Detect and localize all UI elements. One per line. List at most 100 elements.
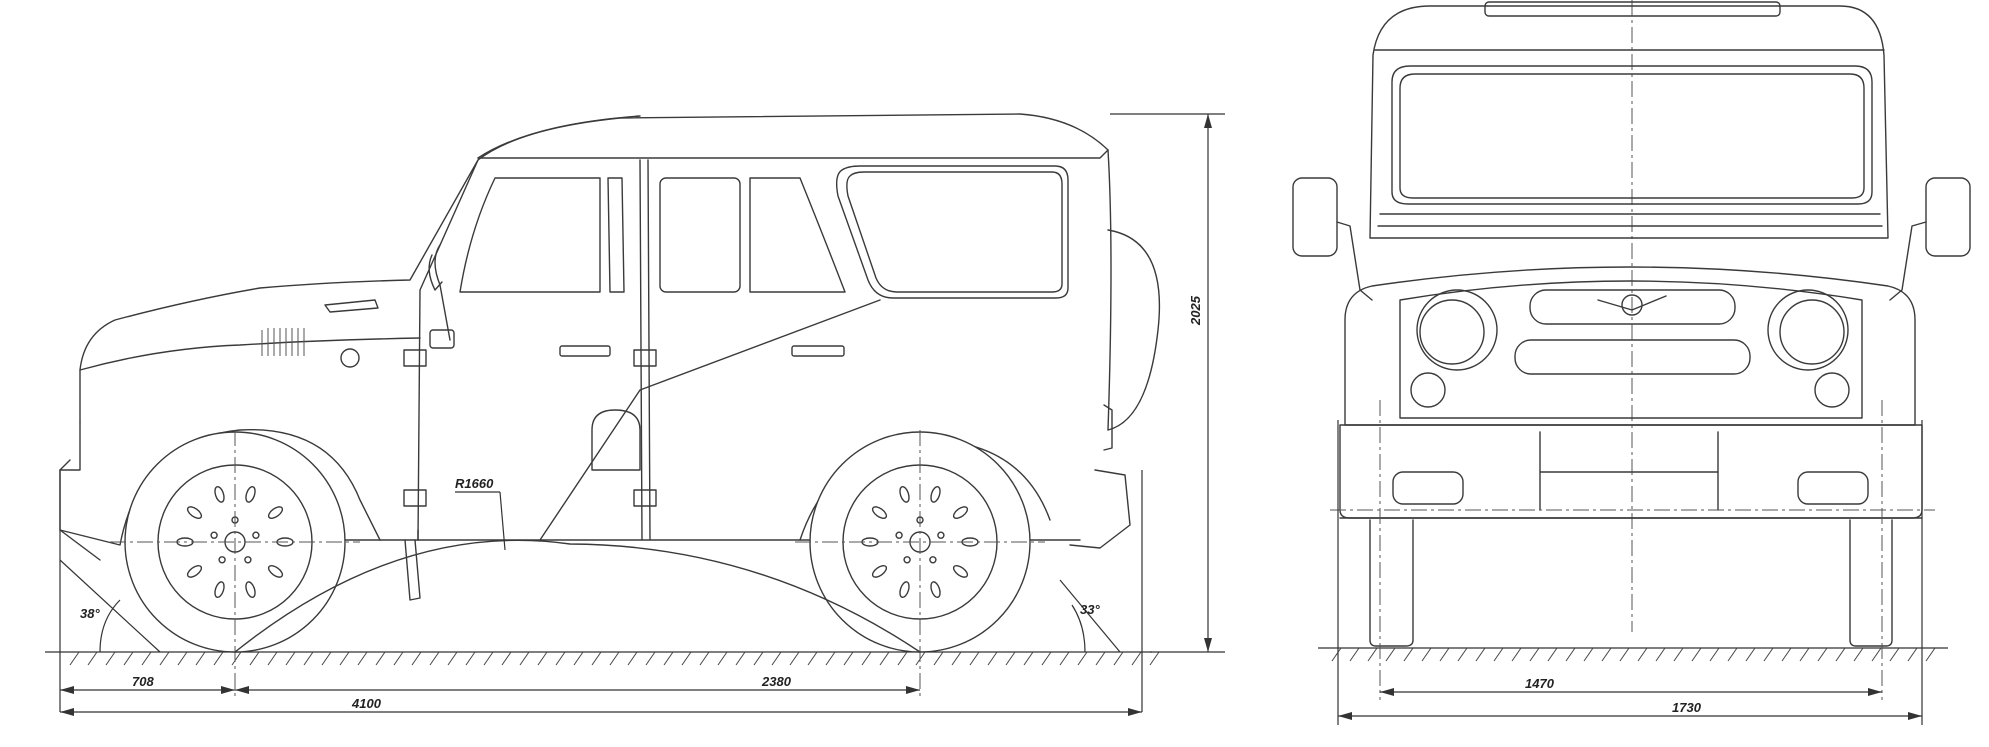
front-wheel-arch [59,429,381,546]
hatch-mark [1439,647,1450,662]
windshield-outer [1391,65,1873,205]
hatch-mark [1095,651,1106,666]
right-headlight [1779,299,1845,365]
hatch-mark [159,651,170,666]
left-headlight-outer [1416,289,1498,371]
hatch-mark [573,651,584,666]
side-body-outline [79,113,1109,423]
side-mirror [429,329,455,349]
approach-angle-arc [99,599,121,653]
grille-panel [1399,280,1863,419]
departure-angle-line [1059,579,1121,653]
hatch-mark [141,651,152,666]
rear-door-hinge-lower [633,489,657,507]
hatch-mark [501,651,512,666]
front-bumper [59,421,81,471]
hatch-mark [177,651,188,666]
hatch-mark [771,651,782,666]
hatch-mark [1889,647,1900,662]
hatch-mark [1871,647,1882,662]
hatch-mark [645,651,656,666]
wheel-lug-nut [244,556,252,564]
hatch-mark [1709,647,1720,662]
hatch-mark [1907,647,1918,662]
hatch-mark [519,651,530,666]
hatch-mark [951,651,962,666]
hatch-mark [1077,651,1088,666]
ramp-radius-label: R1660 [455,476,494,491]
hatch-mark [1691,647,1702,662]
hatch-mark [1475,647,1486,662]
rear-side-window-inner [846,171,1063,293]
hatch-mark [1601,647,1612,662]
track-width-label: 1470 [1525,676,1555,691]
wheel-lug-nut [210,531,218,539]
front-door-window [459,177,601,293]
hatch-mark [1655,647,1666,662]
roof-front-curve [477,115,641,159]
hatch-mark [231,651,242,666]
wheel-vent-hole [952,564,969,578]
hatch-mark [663,651,674,666]
grille-slot-lower [1514,339,1751,375]
right-mirror-arm [1889,221,1927,301]
hatch-mark [609,651,620,666]
wheel-vent-hole [930,581,941,599]
wheel-vent-hole [245,581,256,599]
hatch-mark [897,651,908,666]
left-mirror [1292,177,1338,257]
front-cab-outline [1369,5,1889,239]
hatch-mark [123,651,134,666]
hatch-mark [1853,647,1864,662]
hatch-mark [1023,651,1034,666]
hatch-mark [1565,647,1576,662]
hatch-mark [1041,651,1052,666]
side-mirror-arm [434,244,451,341]
front-overhang-label: 708 [132,674,154,689]
hatch-mark [87,651,98,666]
right-tire [1849,519,1893,647]
overall-length-label: 4100 [351,696,382,711]
wheel-lug-nut [903,556,911,564]
hatch-mark [339,651,350,666]
a-pillar [417,159,479,541]
hatch-mark [1925,647,1936,662]
hatch-mark [1835,647,1846,662]
hatch-mark [1673,647,1684,662]
hatch-mark [1781,647,1792,662]
hatch-mark [591,651,602,666]
hatch-mark [429,651,440,666]
hatch-mark [1403,647,1414,662]
hatch-mark [627,651,638,666]
left-bumper-light [1392,471,1464,505]
height-label: 2025 [1188,295,1203,326]
side-marker-light [340,348,360,368]
windshield-inner [1399,73,1865,199]
hatch-mark [1763,647,1774,662]
departure-angle-arc [1071,604,1086,653]
wheel-lug-nut [252,531,260,539]
hatch-mark [1799,647,1810,662]
hatch-mark [1637,647,1648,662]
hatch-mark [699,651,710,666]
hatch-mark [105,651,116,666]
front-door-hinge-lower [403,489,427,507]
ramp-radius-leader [499,491,506,551]
hatch-mark [69,651,80,666]
hatch-mark [249,651,260,666]
mudflap [404,539,421,601]
wheel-vent-hole [267,564,284,578]
wheel-vent-hole [186,506,203,520]
hatch-mark [807,651,818,666]
roof-rack [1484,1,1781,17]
hatch-mark [465,651,476,666]
front-view: 1470 1730 [1292,0,1971,725]
grille-slot-upper [1529,289,1736,325]
hatch-mark [285,651,296,666]
hatch-mark [537,651,548,666]
right-mirror [1925,177,1971,257]
wheel-vent-hole [952,506,969,520]
hatch-mark [735,651,746,666]
front-ground-hatching [1331,647,1936,662]
